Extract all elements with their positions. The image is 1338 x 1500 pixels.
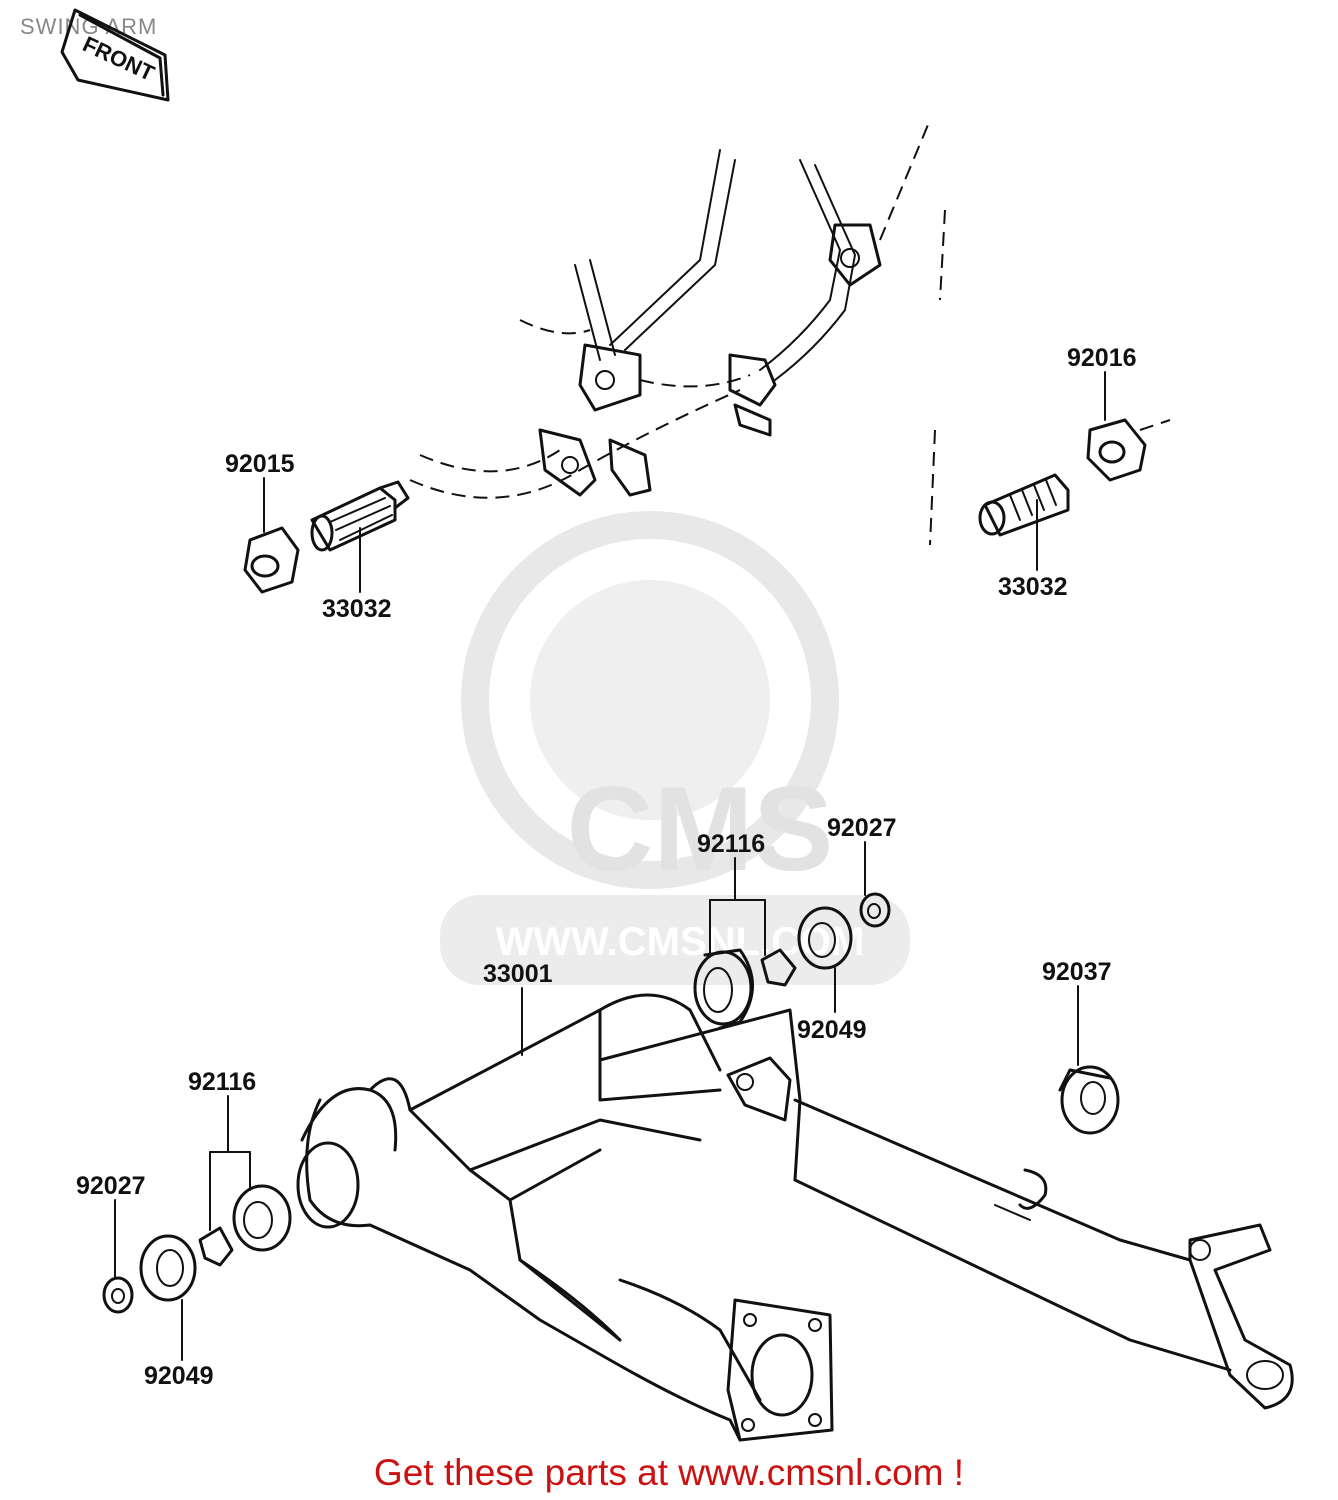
callout-92027-left: 92027: [76, 1172, 146, 1200]
callout-92116-left: 92116: [188, 1068, 256, 1096]
footer-link[interactable]: Get these parts at www.cmsnl.com !: [373, 1452, 965, 1493]
nut-left: [243, 526, 300, 594]
seal-top: [797, 906, 853, 970]
callout-92016-right: 92016: [1067, 344, 1137, 372]
cms-watermark-logo: CMS WWW.CMSNL.COM: [440, 511, 910, 985]
callout-33032-right: 33032: [998, 573, 1068, 601]
callout-92049-top: 92049: [797, 1016, 867, 1044]
washer-left: [102, 1276, 134, 1314]
bearing-top: [693, 948, 754, 1030]
leader-lines: [114, 371, 1106, 1361]
sleeve-top: [760, 948, 797, 987]
sleeve-left: [198, 1226, 234, 1267]
callout-92037: 92037: [1042, 958, 1112, 986]
front-arrow-icon: FRONT: [60, 8, 170, 102]
watermark-brand: CMS: [567, 762, 834, 896]
pivot-shaft-left: [310, 480, 410, 552]
callout-33032-left: 33032: [322, 595, 392, 623]
pivot-shaft-right: [978, 473, 1070, 537]
washer-top: [859, 892, 891, 928]
swing-arm-body: [296, 993, 1294, 1442]
front-label: FRONT: [79, 31, 159, 86]
nut-right: [1086, 418, 1147, 482]
seal-left: [139, 1234, 197, 1302]
callout-92027-top: 92027: [827, 814, 897, 842]
bearing-right: [1058, 1065, 1120, 1135]
frame-outline: [409, 119, 1171, 546]
callout-92049-left: 92049: [144, 1362, 214, 1390]
bearing-left: [232, 1184, 292, 1252]
callout-33001: 33001: [483, 960, 553, 988]
callout-92116-top: 92116: [697, 830, 765, 858]
callout-92015-left: 92015: [225, 450, 295, 478]
